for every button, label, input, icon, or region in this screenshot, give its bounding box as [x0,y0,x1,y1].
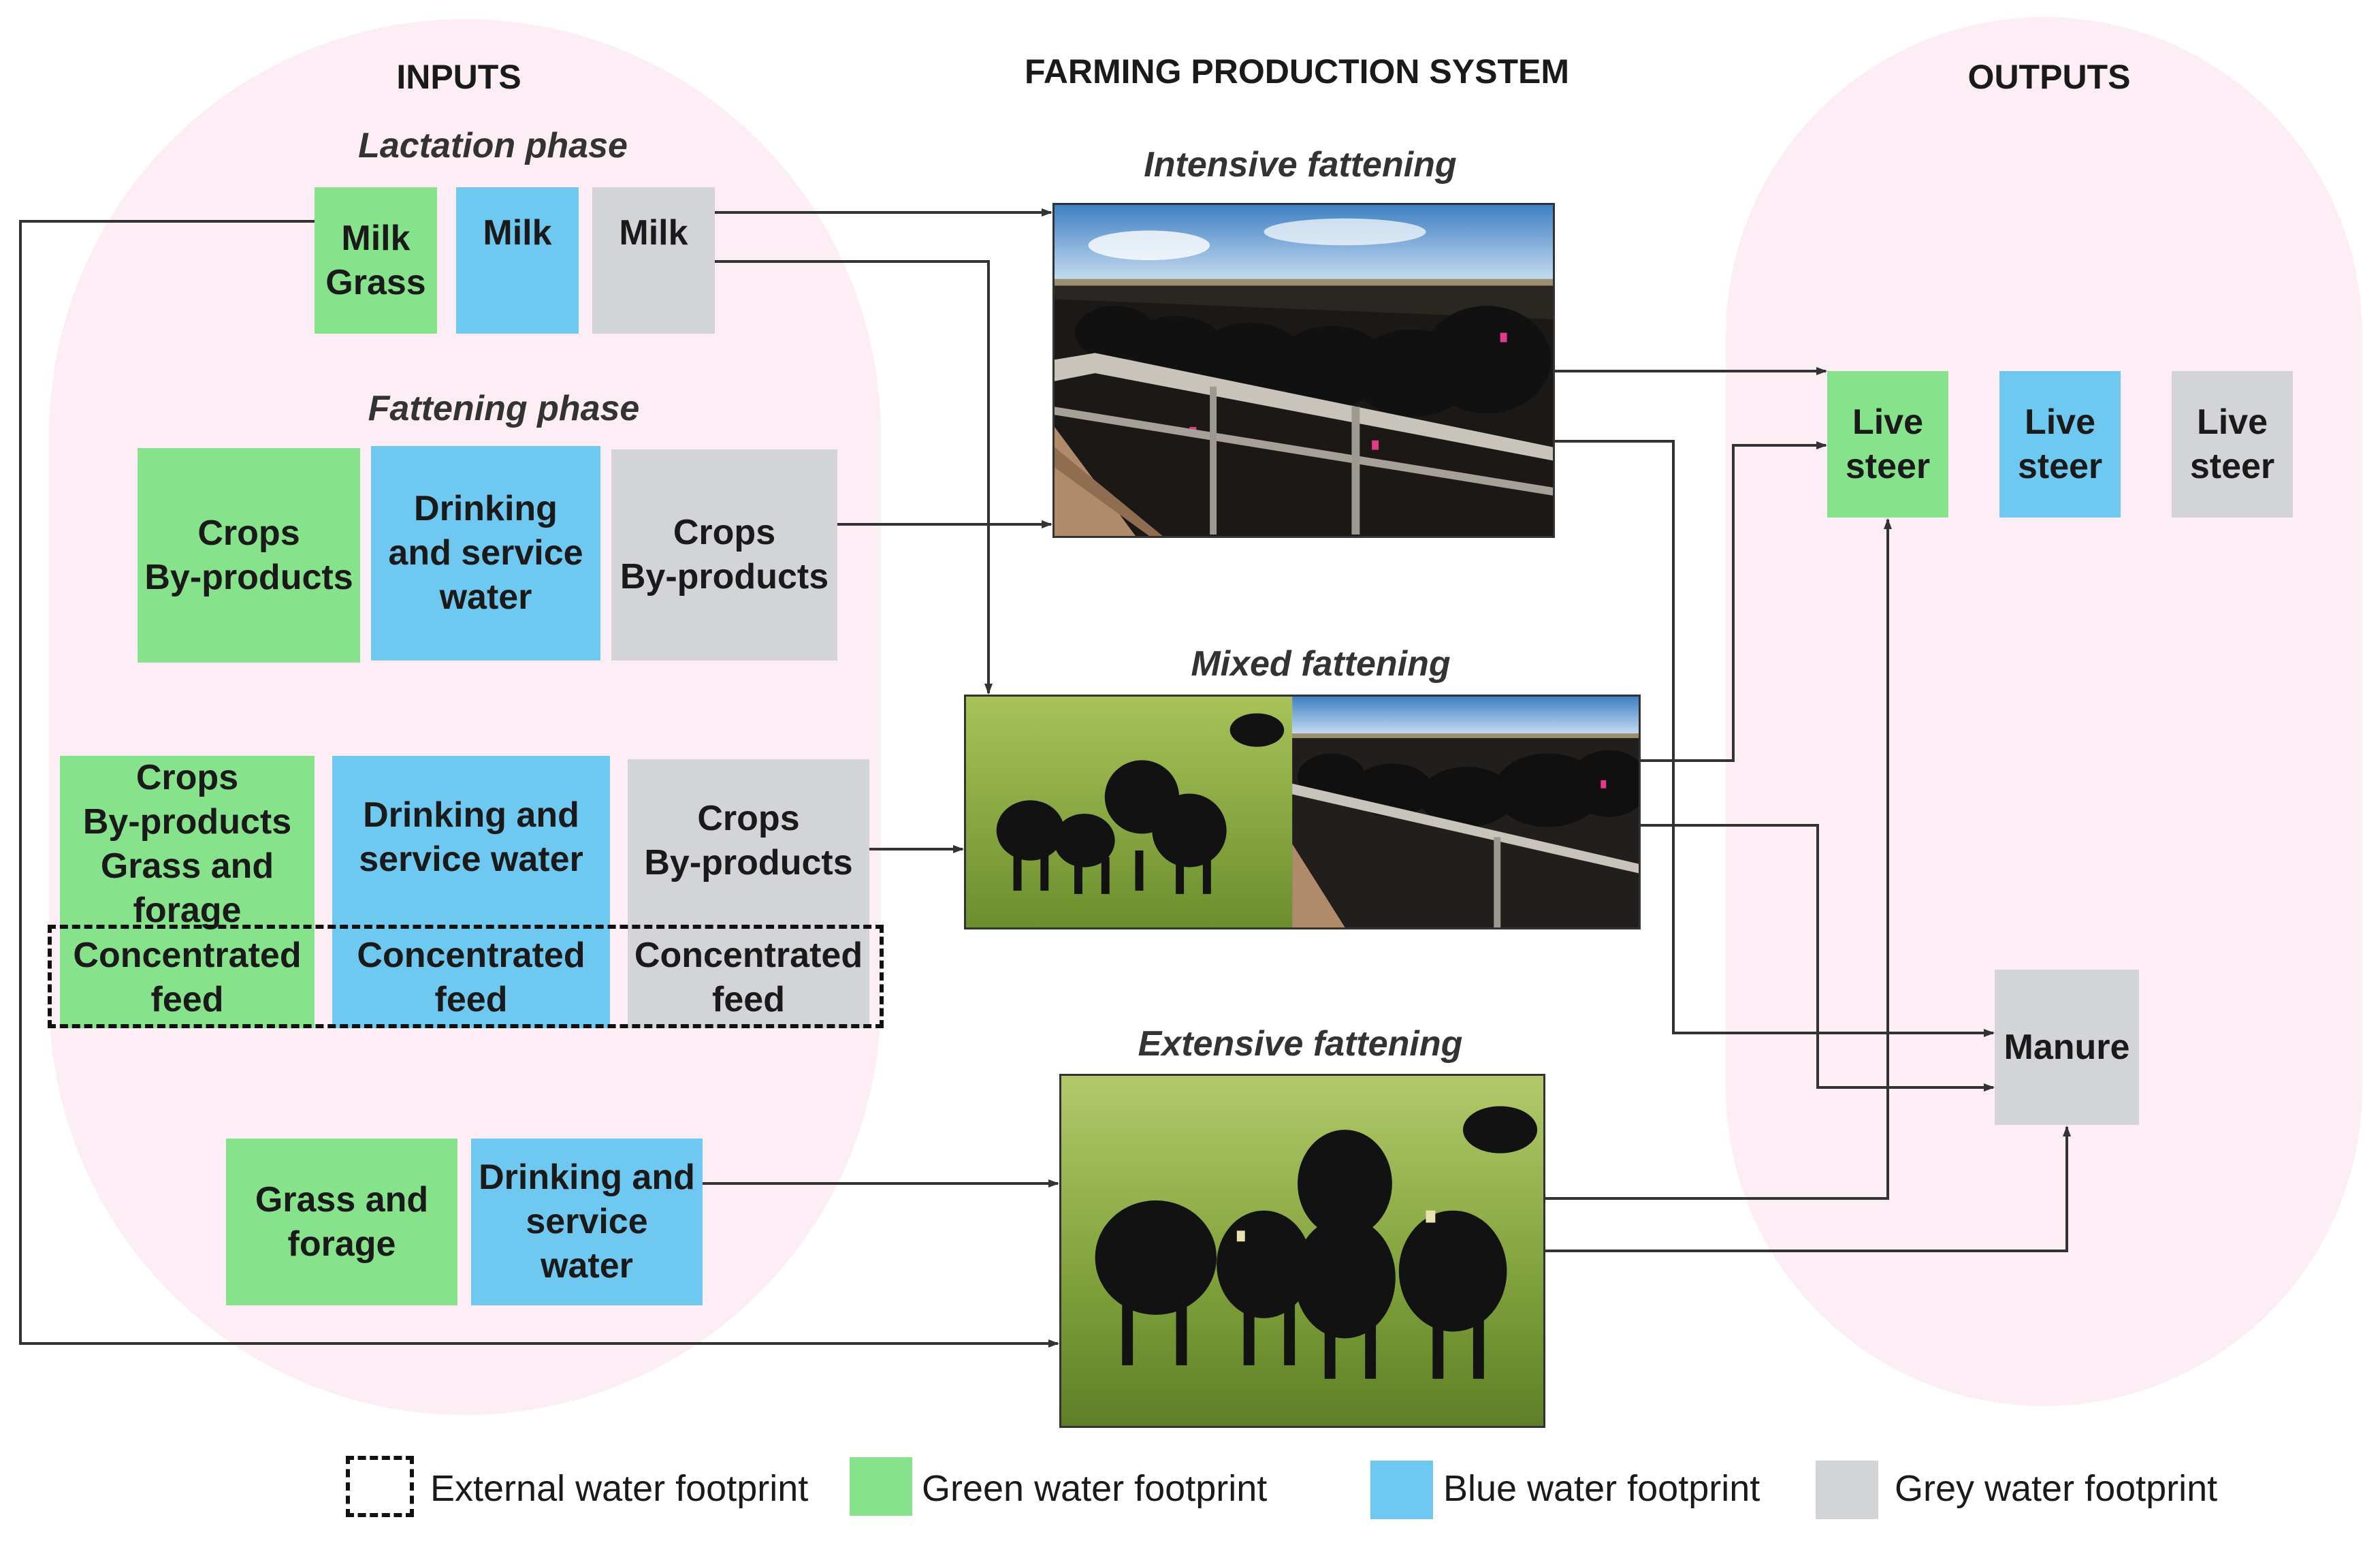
extensive-title: Extensive fattening [1138,1024,1463,1064]
lactation-green-box: Milk Grass [315,187,437,334]
box-line: By-products [620,557,829,596]
intensive-feedlot-photo [1052,203,1555,538]
box-line: Live [2196,402,2268,442]
box-line: water [541,1246,633,1286]
intensive-title: Intensive fattening [1144,145,1457,185]
box-line: steer [2189,446,2275,486]
mixed-illustration [966,697,1639,927]
box-line: forage [287,1224,396,1264]
mixed-fattening-photo [964,695,1641,929]
box-line: Grass [325,262,426,302]
intensive-blue-box: Drinking and service water [371,446,600,661]
legend-external-label: External water footprint [430,1468,809,1509]
intensive-green-box: Crops By-products [138,448,360,663]
extensive-green-box: Grass and forage [226,1139,457,1305]
outputs-heading: OUTPUTS [1967,58,2131,96]
legend-blue-label: Blue water footprint [1443,1468,1760,1509]
box-line: By-products [82,802,292,842]
external-footprint-dashed-box [48,925,884,1028]
lactation-blue-box: Milk [456,187,579,334]
outputs-region [1726,17,2362,1406]
live-steer-green-box: Live steer [1827,371,1948,518]
manure-box: Manure [1995,970,2139,1125]
box-line: steer [1845,446,1931,486]
box-line: Milk [619,213,688,253]
box-line: Drinking and [479,1158,695,1197]
box-line: Grass and [100,846,274,886]
live-steer-grey-box: Live steer [2172,371,2293,518]
box-line: service water [359,840,583,879]
box-line: Crops [135,758,239,797]
mixed-title: Mixed fattening [1191,644,1451,684]
extensive-blue-box: Drinking and service water [471,1139,703,1305]
extensive-pasture-photo [1059,1074,1545,1428]
legend-grey-label: Grey water footprint [1895,1468,2218,1509]
pasture-illustration [1061,1076,1543,1426]
box-line: Grass and [255,1179,429,1220]
box-line: and service [388,533,583,573]
box-line: By-products [144,557,353,597]
box-line: Crops [197,513,300,553]
live-steer-blue-box: Live steer [1999,371,2121,518]
box-line: steer [2017,446,2103,486]
legend-external-swatch [346,1456,414,1517]
box-line: Milk [483,213,552,253]
box-line: Live [2024,402,2096,442]
box-line: Crops [673,513,776,552]
box-line: Drinking and [363,795,579,835]
box-line: Manure [2004,1027,2130,1067]
fattening-phase-title: Fattening phase [368,389,640,428]
inputs-heading: INPUTS [396,58,521,96]
lactation-grey-box: Milk [592,187,715,334]
legend-blue-swatch [1370,1461,1433,1519]
lactation-phase-title: Lactation phase [358,126,628,165]
box-line: water [439,577,532,617]
system-heading: FARMING PRODUCTION SYSTEM [1024,52,1570,91]
box-line: service [526,1202,648,1241]
feedlot-illustration [1055,205,1553,536]
legend-grey-swatch [1816,1461,1878,1519]
box-line: Live [1852,402,1924,442]
intensive-grey-box: Crops By-products [611,449,837,661]
box-line: Drinking [414,489,558,528]
legend-green-swatch [850,1457,912,1516]
box-line: By-products [644,843,853,882]
legend-green-label: Green water footprint [922,1468,1268,1509]
box-line: Milk [341,218,411,258]
box-line: Crops [697,799,800,838]
